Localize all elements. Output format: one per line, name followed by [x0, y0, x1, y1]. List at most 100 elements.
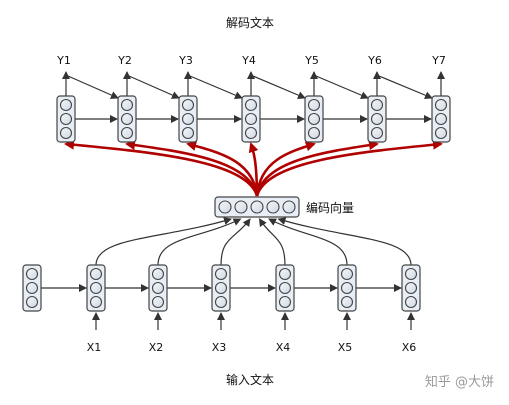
decoder-cell-unit [434, 98, 448, 112]
decoder-cell-unit [244, 98, 258, 112]
feedback-arrow [128, 75, 180, 99]
decoder-cell [117, 95, 137, 143]
encoder-to-context-arrow [258, 218, 286, 266]
context-to-decoder-arrow [255, 139, 443, 197]
encoder-cell-unit [340, 281, 354, 295]
context-to-decoder-arrow [248, 142, 259, 197]
encoder-cell-unit [278, 267, 292, 281]
encoder-cell-unit [404, 281, 418, 295]
bottom-title: 输入文本 [226, 372, 274, 387]
context-to-decoder-arrow [125, 140, 259, 197]
context-unit [282, 200, 296, 214]
feedback-arrow [315, 75, 369, 99]
encoder-cell-unit [404, 267, 418, 281]
encoder-label: X6 [402, 341, 417, 354]
encoder-cell-unit [278, 281, 292, 295]
decoder-cell-unit [370, 98, 384, 112]
encoder-label: X1 [87, 341, 102, 354]
decoder-cell-unit [434, 112, 448, 126]
initial-state-cell-unit [25, 267, 39, 281]
encoder-cell-unit [151, 281, 165, 295]
decoder-cell [56, 95, 76, 143]
initial-state-cell-unit [25, 281, 39, 295]
context-unit [234, 200, 248, 214]
decoder-cell-unit [370, 126, 384, 140]
decoder-cell-unit [181, 112, 195, 126]
encoder-cell-unit [89, 267, 103, 281]
decoder-cell-unit [370, 112, 384, 126]
decoder-label: Y2 [117, 54, 132, 67]
context-label: 编码向量 [306, 200, 354, 215]
decoder-label: Y6 [367, 54, 382, 67]
encoder-cell-unit [404, 295, 418, 309]
encoder-cell [211, 264, 231, 312]
encoder-cell-unit [151, 295, 165, 309]
decoder-cell [178, 95, 198, 143]
decoder-cell-unit [307, 126, 321, 140]
feedback-arrow [67, 75, 119, 99]
encoder-to-context-arrow [157, 218, 242, 266]
decoder-cell-unit [59, 98, 73, 112]
encoder-label: X5 [338, 341, 353, 354]
encoder-cell [148, 264, 168, 312]
decoder-cell [367, 95, 387, 143]
connection-arrows [41, 71, 445, 330]
encoder-cell-unit [151, 267, 165, 281]
encoder-cell-unit [214, 267, 228, 281]
encoder-cell-unit [89, 295, 103, 309]
decoder-cell [304, 95, 324, 143]
context-to-decoder-arrow [255, 140, 379, 197]
encoder-to-context-arrow [268, 218, 348, 266]
encoder-cell-unit [214, 281, 228, 295]
feedback-arrow [378, 75, 433, 100]
context-unit [266, 200, 280, 214]
decoder-cell-unit [244, 112, 258, 126]
cell-stacks [22, 95, 451, 312]
decoder-cell-unit [120, 126, 134, 140]
decoder-cell-unit [181, 98, 195, 112]
decoder-cell-unit [59, 112, 73, 126]
decoder-label: Y4 [241, 54, 256, 67]
top-title: 解码文本 [226, 15, 274, 30]
decoder-cell-unit [307, 98, 321, 112]
encoder-cell-unit [214, 295, 228, 309]
decoder-cell-unit [181, 126, 195, 140]
decoder-cell-unit [120, 112, 134, 126]
initial-state-cell [22, 264, 42, 312]
feedback-arrow [189, 75, 243, 99]
decoder-cell-unit [59, 126, 73, 140]
encoder-cell-unit [89, 281, 103, 295]
context-to-decoder-arrow [255, 141, 316, 197]
encoder-cell [401, 264, 421, 312]
context-to-decoder-arrow [64, 139, 259, 197]
encoder-cell [337, 264, 357, 312]
decoder-label: Y7 [431, 54, 446, 67]
context-vector [214, 196, 300, 218]
decoder-cell-unit [120, 98, 134, 112]
encoder-label: X2 [149, 341, 164, 354]
encoder-to-context-arrow [277, 217, 412, 266]
encoder-cell-unit [340, 267, 354, 281]
decoder-cell-unit [244, 126, 258, 140]
encoder-to-context-arrow [220, 218, 251, 266]
decoder-label: Y1 [56, 54, 71, 67]
decoder-label: Y5 [304, 54, 319, 67]
context-unit [250, 200, 264, 214]
encoder-label: X3 [212, 341, 227, 354]
encoder-cell-unit [340, 295, 354, 309]
initial-state-cell-unit [25, 295, 39, 309]
encoder-label: X4 [276, 341, 291, 354]
decoder-cell-unit [434, 126, 448, 140]
context-to-decoder-arrow [186, 141, 259, 197]
decoder-label: Y3 [178, 54, 193, 67]
encoder-cell [86, 264, 106, 312]
decoder-cell [431, 95, 451, 143]
decoder-cell [241, 95, 261, 143]
encoder-to-context-arrow [95, 217, 232, 266]
decoder-cell-unit [307, 112, 321, 126]
feedback-arrow [252, 75, 306, 99]
encoder-cell-unit [278, 295, 292, 309]
